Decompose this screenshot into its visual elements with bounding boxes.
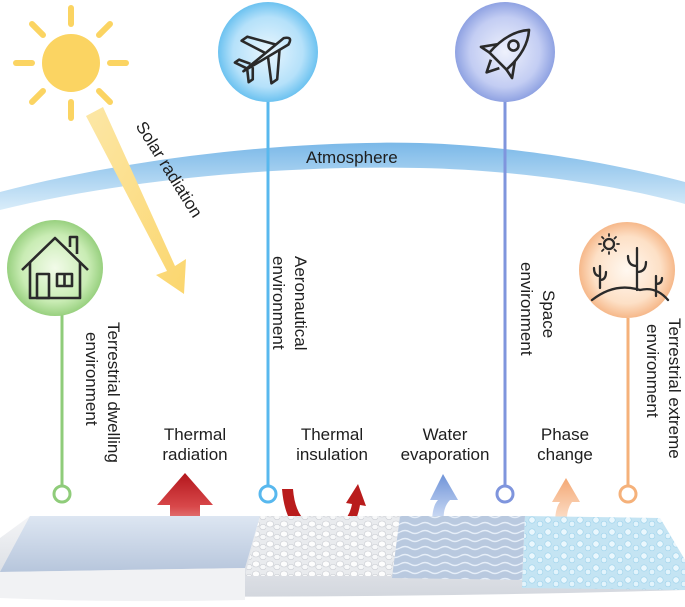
slab-section-ripples [392,516,525,580]
dwelling-badge [7,220,103,316]
aeronautical-badge [218,2,318,102]
solar-radiation-arrow [86,107,186,294]
thermal-radiation-line2: radiation [162,445,228,464]
dwelling-node [52,484,72,504]
atmosphere-label: Atmosphere [306,148,398,167]
thermal-radiation-line1: Thermal [163,425,227,444]
airplane-icon [233,35,292,85]
material-slab [0,516,685,602]
desert-cactus-icon [590,233,670,302]
sun-icon [13,5,129,121]
thermal-insulation-label: Thermal insulation [282,425,382,465]
aeronautical-label-line1: Aeronautical [291,256,310,351]
slab-section-bubbles [522,516,685,590]
space-label-line1: Space [539,290,558,339]
extreme-label-line1: Terrestrial extreme [665,318,684,459]
water-evaporation-line1: Water [422,425,468,444]
extreme-label-line2: environment [643,324,662,418]
space-badge [455,2,555,102]
phase-change-line2: change [537,445,593,464]
space-label-line2: environment [517,262,536,356]
slab-section-pebbles [245,516,400,576]
phase-change-arrow [552,478,580,524]
thermal-insulation-line2: insulation [296,445,368,464]
atmosphere-band [0,142,685,210]
thermal-radiation-label: Thermal radiation [150,425,240,465]
thermal-insulation-line1: Thermal [300,425,364,444]
space-node [495,484,515,504]
extreme-node [618,484,638,504]
rocket-icon [479,28,531,80]
slab-section-fiber [0,516,260,572]
water-evaporation-line2: evaporation [400,445,490,464]
aeronautical-node [258,484,278,504]
dwelling-label-line1: Terrestrial dwelling [104,322,123,463]
phase-change-label: Phase change [525,425,605,465]
aeronautical-label-line2: environment [269,256,288,350]
water-evaporation-label: Water evaporation [390,425,500,465]
dwelling-label-line2: environment [82,332,101,426]
phase-change-line1: Phase [540,425,590,444]
house-icon [21,235,89,300]
extreme-badge [579,222,675,318]
water-evaporation-arrow [430,474,458,524]
